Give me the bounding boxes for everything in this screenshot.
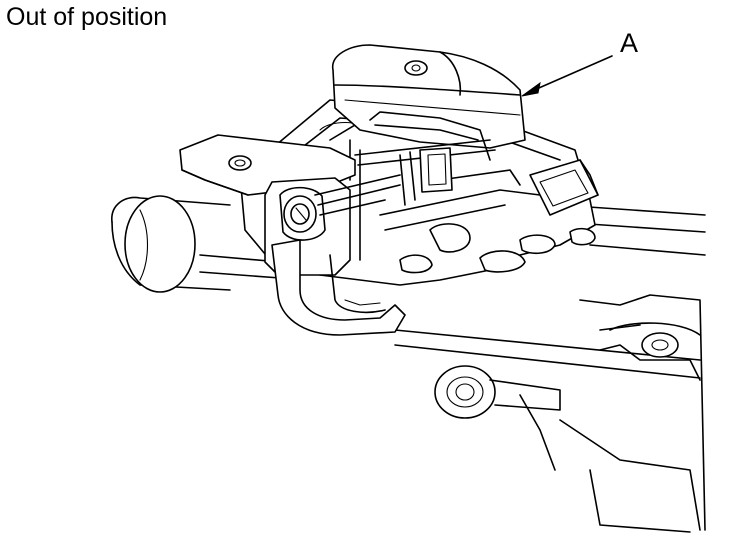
callout-label-a: A (620, 28, 639, 58)
lower-u-clip (271, 239, 406, 336)
wire-retainer (349, 111, 496, 261)
diagram-title: Out of position (6, 3, 168, 31)
part-a-cover (332, 44, 526, 149)
callout-leader-a (521, 55, 613, 97)
steering-column (111, 195, 706, 533)
